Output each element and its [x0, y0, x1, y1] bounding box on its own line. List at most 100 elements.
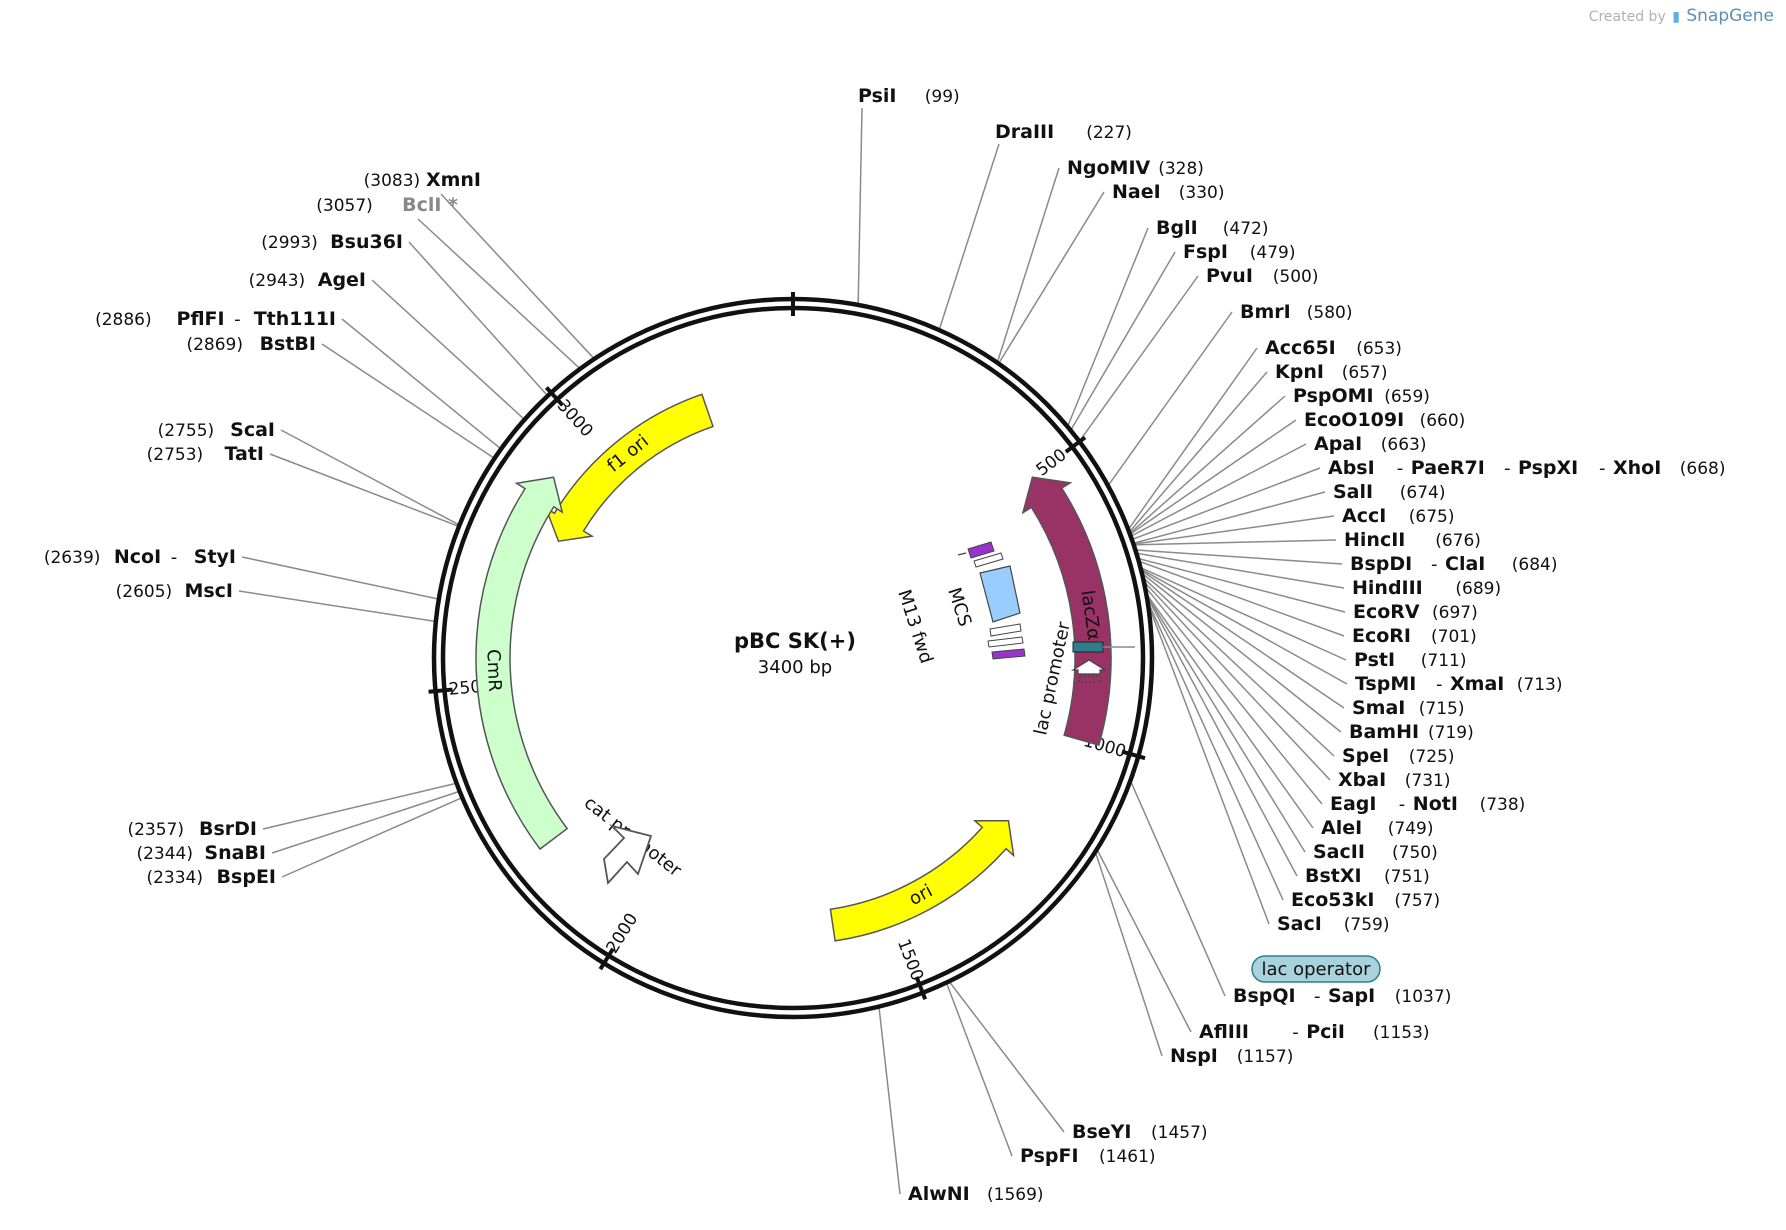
enzyme-site-saci: SacI(759): [1277, 913, 1390, 935]
enzyme-labels-right: PsiI(99)DraIII(227)NgoMIV(328)NaeI(330)B…: [858, 85, 1726, 1205]
leader-line: [996, 167, 1060, 365]
enzyme-name: NgoMIV: [1067, 157, 1151, 179]
enzyme-site-fspi: FspI(479): [1183, 241, 1296, 263]
enzyme-name: BsrDI: [199, 818, 257, 840]
enzyme-site-msci: MscI(2605): [116, 580, 233, 602]
enzyme-name: NcoI: [114, 546, 161, 568]
leader-line: [1140, 575, 1335, 757]
enzyme-position: (2943): [249, 271, 306, 291]
enzyme-site-bamhi: BamHI(719): [1349, 721, 1474, 743]
leader-line: [857, 107, 863, 306]
enzyme-position: (2886): [95, 310, 152, 330]
enzyme-position: (697): [1432, 603, 1478, 623]
enzyme-name: MscI: [184, 580, 233, 602]
enzyme-position: (2993): [261, 233, 318, 253]
leader-line: [1126, 347, 1258, 531]
enzyme-position: (660): [1420, 411, 1466, 431]
enzyme-name: PspFI: [1020, 1145, 1079, 1167]
leader-line: [1142, 583, 1323, 805]
enzyme-name: XhoI: [1613, 457, 1661, 479]
enzyme-name: AbsI: [1328, 457, 1375, 479]
leader-line: [1078, 275, 1199, 443]
feature-lacz-arrow: [1021, 476, 1112, 746]
enzyme-site-bstxi: BstXI(751): [1305, 865, 1430, 887]
enzyme-name: Bsu36I: [330, 231, 403, 253]
enzyme-site-spei: SpeI(725): [1342, 745, 1455, 767]
enzyme-name: PciI: [1306, 1021, 1345, 1043]
enzyme-site-bcli: BclI *(3057): [316, 194, 458, 216]
mcs-cluster: [957, 541, 1135, 683]
feature-cmr-label: CmR: [482, 649, 505, 692]
snapgene-logo-icon: ▮: [1672, 9, 1680, 25]
enzyme-name: PsiI: [858, 85, 896, 107]
enzyme-separator: -: [1397, 458, 1404, 479]
leader-line: [1132, 515, 1335, 545]
leader-line: [1094, 850, 1163, 1057]
enzyme-name: BspQI: [1233, 985, 1296, 1007]
enzyme-site-xmni: XmnI(3083): [364, 169, 481, 191]
enzyme-site-ecoo109i: EcoO109I (660): [1304, 409, 1465, 431]
created-by-text: Created by: [1588, 9, 1666, 25]
enzyme-name: AccI: [1342, 505, 1386, 527]
tick-2000: [598, 947, 615, 971]
enzyme-name: SalI: [1333, 481, 1373, 503]
enzyme-name: Eco53kI: [1291, 889, 1374, 911]
leader-line: [947, 980, 1065, 1133]
enzyme-site-tati: TatI(2753): [147, 443, 264, 465]
enzyme-position: (227): [1086, 123, 1132, 143]
enzyme-position: (330): [1179, 183, 1225, 203]
tick-label-1500: 1500: [893, 936, 927, 984]
leader-line: [1129, 443, 1307, 538]
enzyme-labels-left: XmnI(3083) BclI *(3057) Bsu36I (2993)AgeI (2…: [44, 169, 481, 888]
leader-line: [1128, 395, 1286, 535]
enzyme-site-sacii: SacII(750): [1313, 841, 1438, 863]
enzyme-site-afliii-pcii: AflIII-PciI(1153): [1199, 1021, 1430, 1043]
enzyme-site-pspfi: PspFI(1461): [1020, 1145, 1156, 1167]
leader-line: [1144, 592, 1298, 877]
leader-line: [1066, 227, 1149, 429]
leader-line: [440, 193, 596, 361]
enzyme-position: (738): [1480, 795, 1526, 815]
enzyme-name: FspI: [1183, 241, 1228, 263]
enzyme-site-bsrdi: BsrDI (2357): [127, 818, 257, 840]
enzyme-name: EcoRV: [1353, 601, 1420, 623]
enzyme-position: (663): [1381, 435, 1427, 455]
enzyme-site-snabi: SnaBI(2344): [136, 842, 266, 864]
enzyme-separator: -: [234, 309, 241, 330]
m13-fwd-label: M13 fwd: [893, 587, 937, 666]
enzyme-position: (1457): [1151, 1123, 1208, 1143]
enzyme-name: SpeI: [1342, 745, 1389, 767]
enzyme-site-acc65i: Acc65I(653): [1265, 337, 1402, 359]
leader-line: [1136, 557, 1346, 613]
tick-1500: [914, 976, 928, 1001]
enzyme-name: BstBI: [260, 333, 316, 355]
leader-line: [1132, 491, 1326, 545]
enzyme-name: AlwNI: [908, 1183, 970, 1205]
leader-line: [1130, 467, 1321, 541]
enzyme-position: (711): [1421, 651, 1467, 671]
enzyme-position: (2357): [127, 820, 184, 840]
enzyme-position: (653): [1356, 339, 1402, 359]
enzyme-position: (731): [1405, 771, 1451, 791]
enzyme-name: DraIII: [995, 121, 1054, 143]
enzyme-site-hincii: HincII(676): [1344, 529, 1481, 551]
leader-line: [1106, 311, 1233, 488]
enzyme-name: NotI: [1413, 793, 1458, 815]
tick-1000: [1121, 749, 1146, 761]
leader-line: [238, 590, 437, 623]
enzyme-name: TspMI: [1355, 673, 1416, 695]
lac-operator-pill: [1251, 955, 1381, 983]
leader-line: [878, 1005, 901, 1195]
enzyme-name: TatI: [225, 443, 264, 465]
enzyme-name: SapI: [1328, 985, 1375, 1007]
plasmid-size: 3400 bp: [758, 657, 832, 678]
enzyme-site-agei: AgeI (2943): [249, 269, 366, 291]
enzyme-name: EcoO109I: [1304, 409, 1404, 431]
enzyme-name: AgeI: [318, 269, 366, 291]
enzyme-position: (750): [1392, 843, 1438, 863]
enzyme-site-psti: PstI(711): [1354, 649, 1467, 671]
m13-fwd-marker-upper: [967, 541, 995, 559]
enzyme-position: (684): [1512, 555, 1558, 575]
enzyme-position: (657): [1342, 363, 1388, 383]
enzyme-site-pvui: PvuI(500): [1206, 265, 1319, 287]
